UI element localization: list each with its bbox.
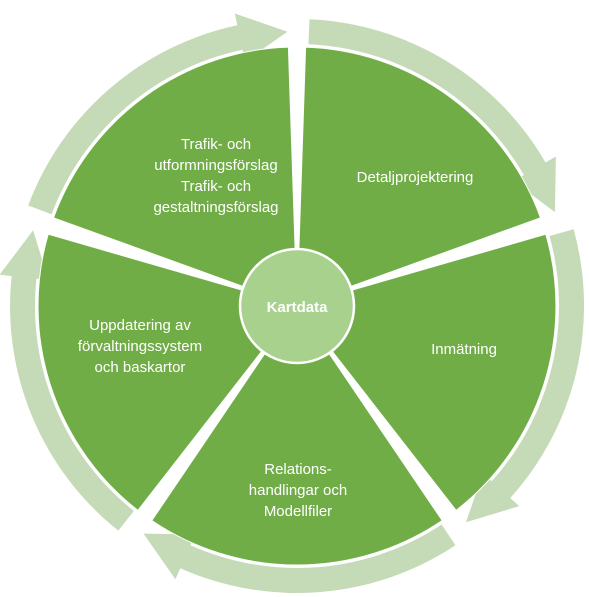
- cycle-arrow-5: [28, 13, 288, 215]
- segment-label-line: Relations-: [264, 461, 332, 478]
- center-label: Kartdata: [267, 299, 329, 316]
- segment-label-line: och baskartor: [95, 359, 186, 376]
- cycle-arrow-4: [0, 230, 134, 531]
- cycle-arrow-1: [308, 19, 556, 213]
- cycle-segment-3: [151, 305, 443, 566]
- segment-label-line: handlingar och: [249, 482, 347, 499]
- segment-label-line: gestaltningsförslag: [153, 199, 278, 216]
- segment-label-line: Modellfiler: [264, 503, 332, 520]
- segment-label-4: Uppdatering av förvaltningssystem och bask…: [78, 317, 202, 376]
- cycle-arrow-3: [143, 524, 456, 593]
- cycle-segment-1: [296, 46, 542, 307]
- cycle-segment-4: [37, 233, 298, 512]
- center-hub: [238, 247, 356, 365]
- segment-label-line: förvaltningssystem: [78, 338, 202, 355]
- segment-label-line: Uppdatering av: [89, 317, 191, 334]
- segment-label-1: Detaljprojektering: [357, 169, 474, 186]
- segment-label-line: Inmätning: [431, 341, 497, 358]
- cycle-arrow-2: [466, 229, 585, 523]
- cycle-segment-2: [296, 233, 557, 512]
- segment-label-line: Detaljprojektering: [357, 169, 474, 186]
- segment-label-line: utformningsförslag: [154, 157, 277, 174]
- segment-label-line: Trafik- och: [181, 178, 251, 195]
- segment-label-2: Inmätning: [431, 341, 497, 358]
- cycle-segment-5: [52, 46, 298, 307]
- segment-label-line: Trafik- och: [181, 136, 251, 153]
